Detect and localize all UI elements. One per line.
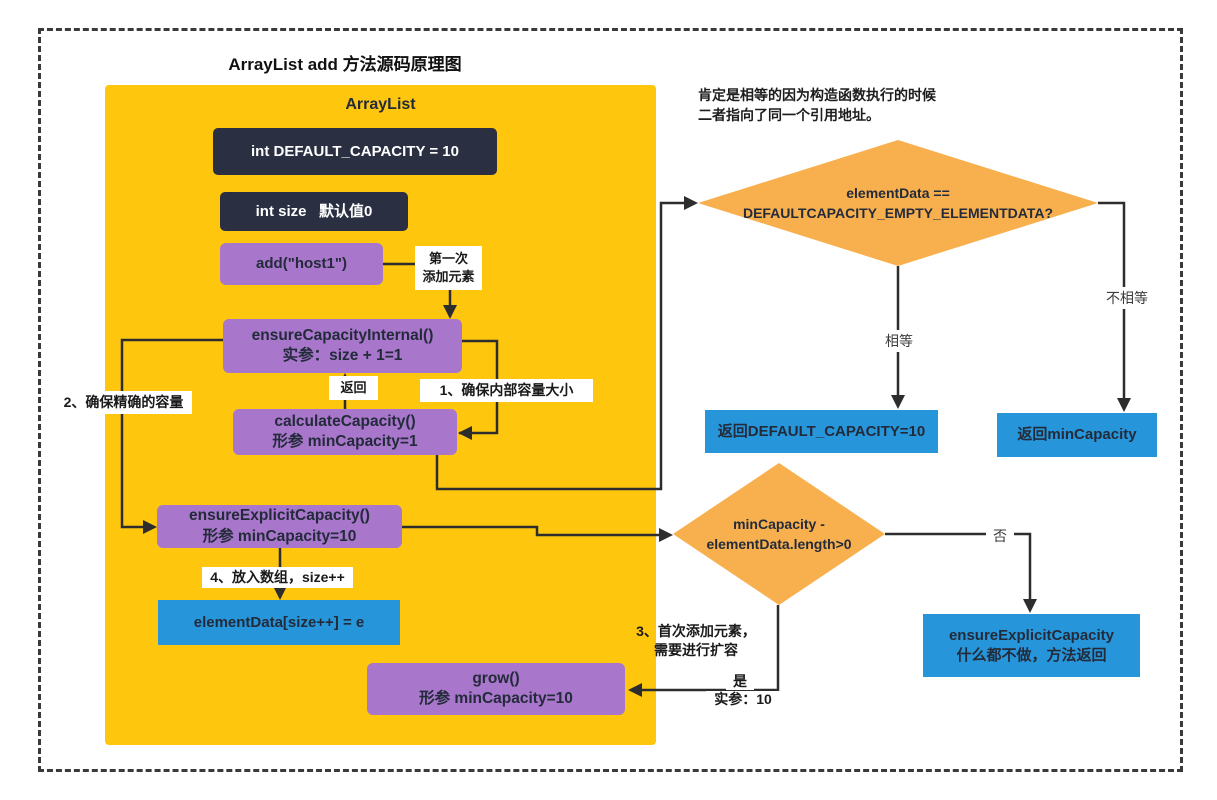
node-size-field: int size 默认值0 [220, 192, 408, 231]
label-step2: 2、确保精确的容量 [55, 391, 192, 414]
label-yes: 是 [726, 673, 754, 690]
node-return-min-capacity: 返回minCapacity [997, 413, 1157, 457]
node-return-default-capacity: 返回DEFAULT_CAPACITY=10 [705, 410, 938, 453]
node-ensure-capacity-internal: ensureCapacityInternal() 实参：size + 1=1 [223, 319, 462, 373]
node-element-data-assign: elementData[size++] = e [158, 600, 400, 645]
label-equal: 相等 [876, 330, 922, 352]
label-first-add: 第一次 添加元素 [415, 246, 482, 290]
arraylist-panel-title: ArrayList [345, 96, 416, 113]
label-arg-10: 实参：10 [706, 691, 780, 708]
node-grow: grow() 形参 minCapacity=10 [367, 663, 625, 715]
note-equal-reason: 肯定是相等的因为构造函数执行的时候 二者指向了同一个引用地址。 [698, 87, 936, 123]
node-add-call: add("host1") [220, 243, 383, 285]
node-noop-return: ensureExplicitCapacity 什么都不做，方法返回 [923, 614, 1140, 677]
diagram-title: ArrayList add 方法源码原理图 [228, 55, 462, 74]
label-step3: 3、首次添加元素， 需要进行扩容 [636, 623, 756, 658]
label-step4: 4、放入数组，size++ [202, 567, 353, 588]
label-not-equal: 不相等 [1098, 287, 1156, 309]
label-step1: 1、确保内部容量大小 [420, 379, 593, 402]
label-no: 否 [986, 525, 1014, 547]
node-calculate-capacity: calculateCapacity() 形参 minCapacity=1 [233, 409, 457, 455]
node-ensure-explicit-capacity: ensureExplicitCapacity() 形参 minCapacity=… [157, 505, 402, 548]
node-default-capacity: int DEFAULT_CAPACITY = 10 [213, 128, 497, 175]
label-return: 返回 [329, 376, 378, 400]
